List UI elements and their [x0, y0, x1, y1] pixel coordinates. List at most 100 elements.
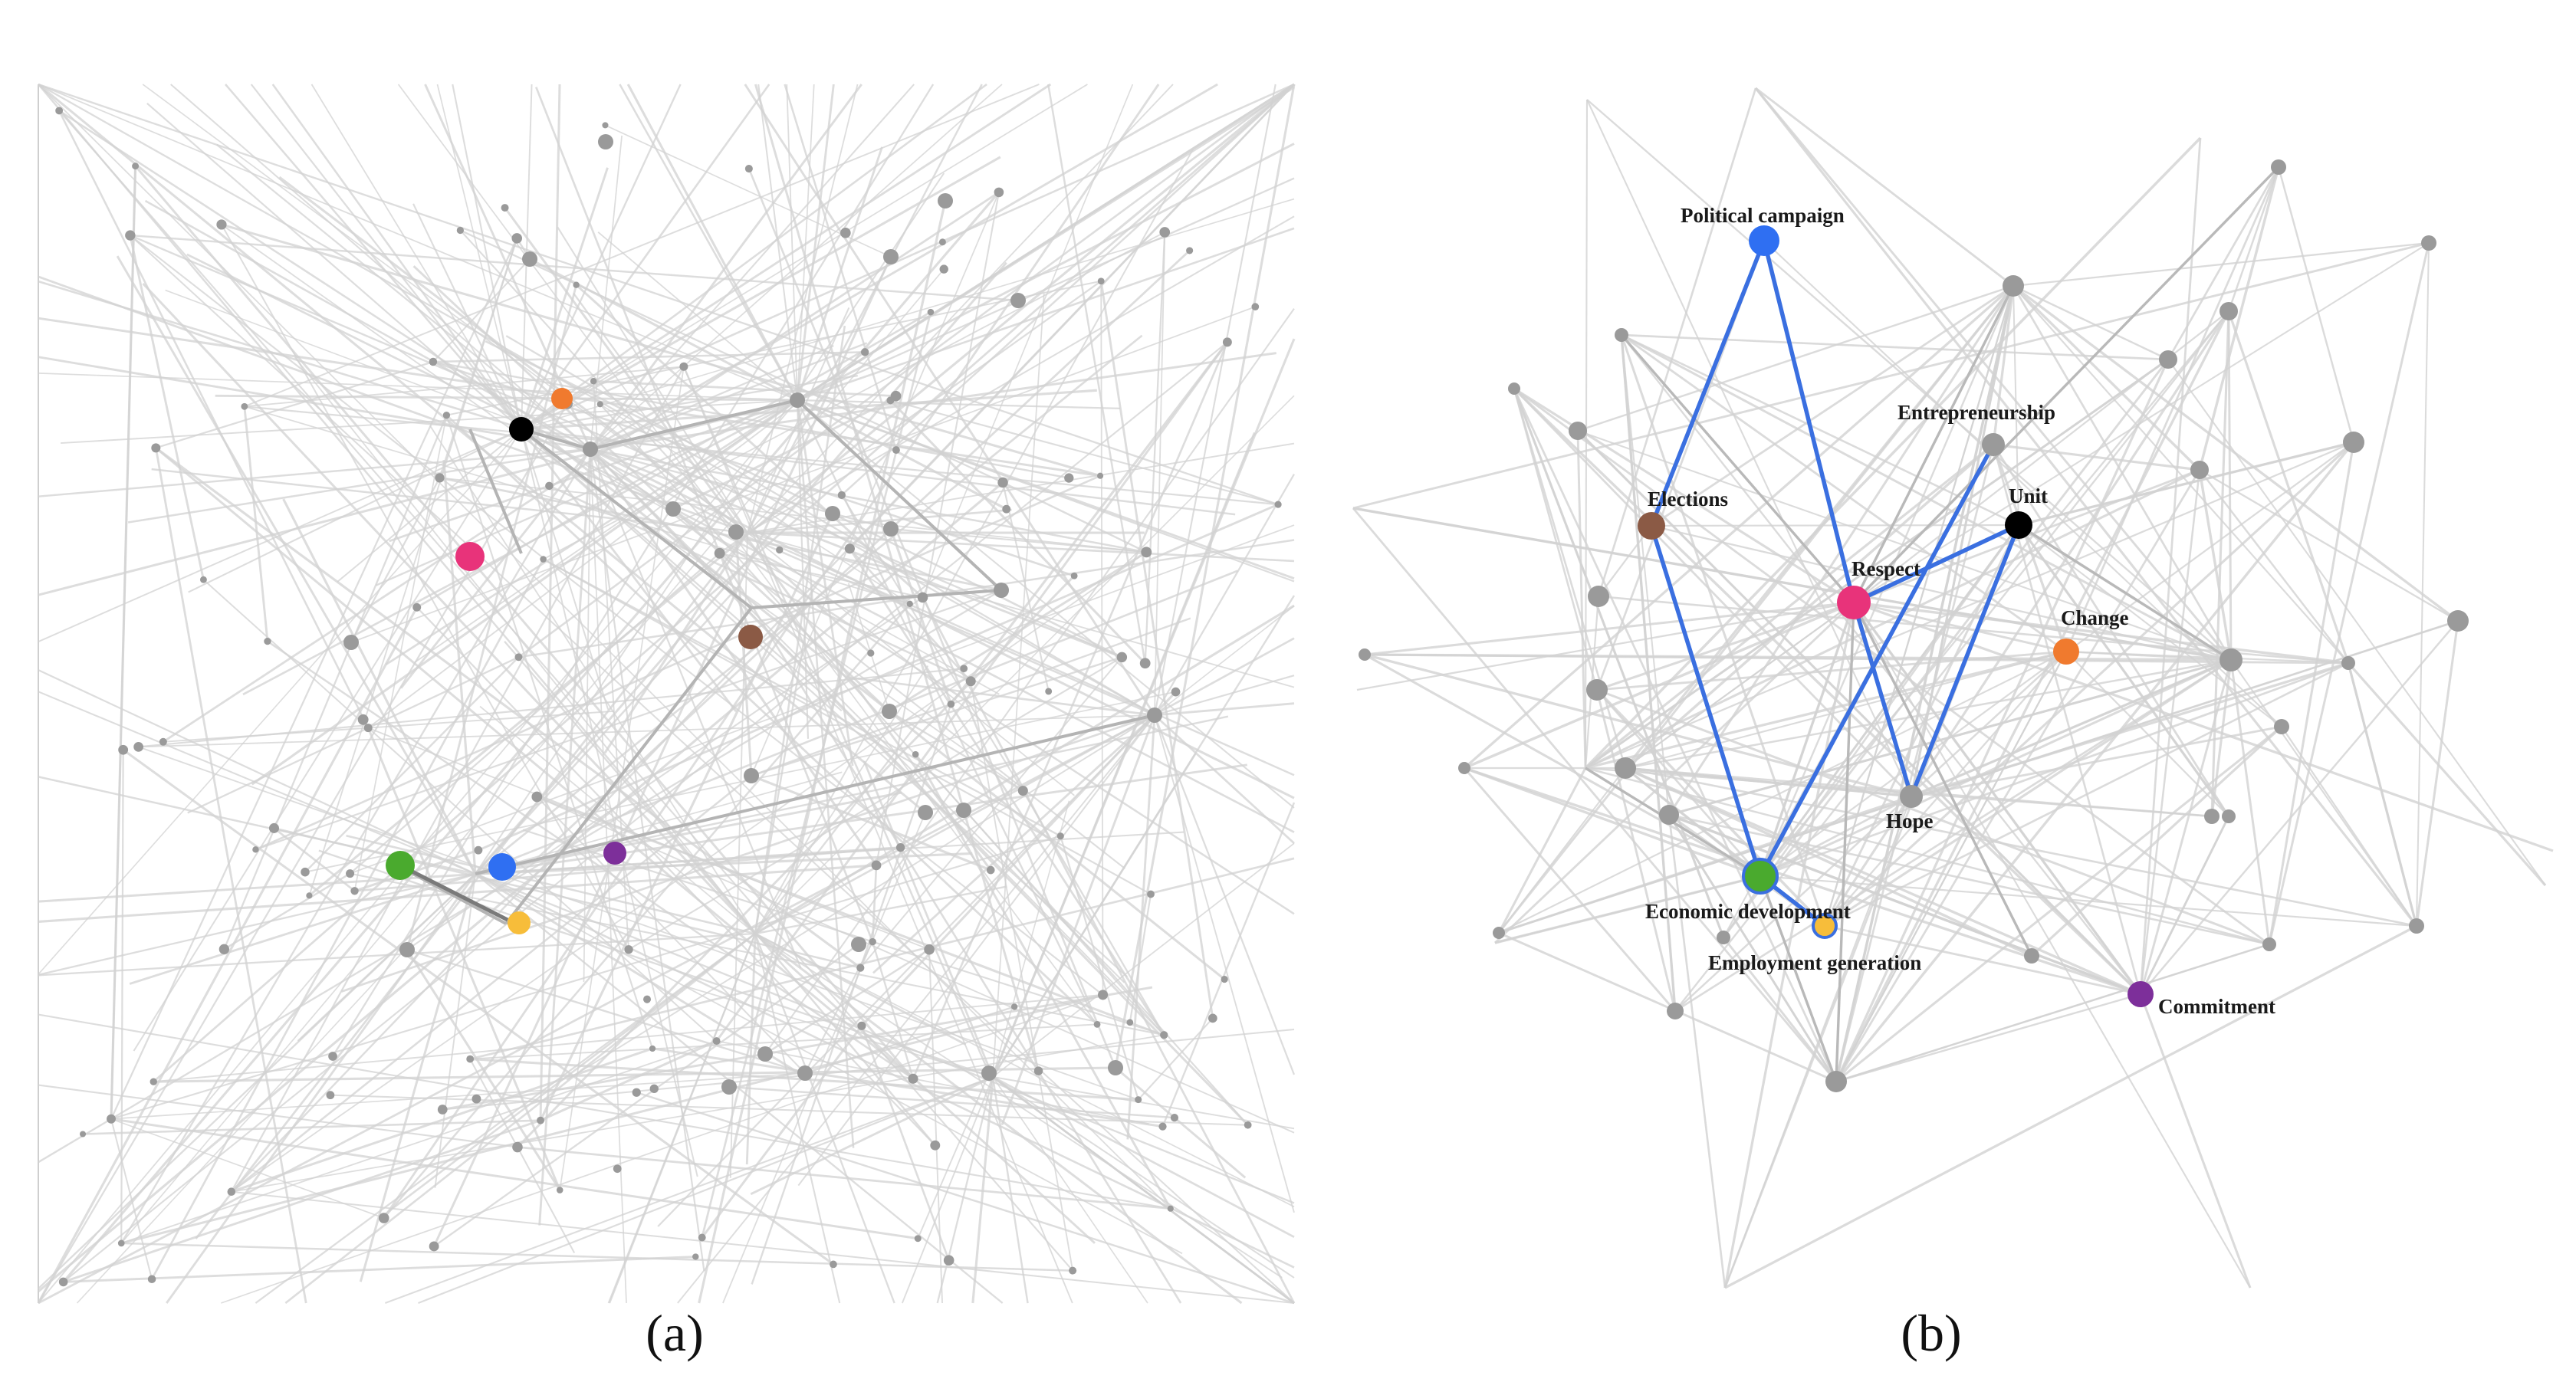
panel-b-edge — [1835, 285, 2015, 1082]
node-entrepreneurship — [1982, 433, 2005, 456]
panel-b-edge — [2199, 469, 2349, 664]
panel-a-edge — [231, 551, 1147, 1193]
node-hope — [1900, 785, 1923, 808]
panel-a-edge — [796, 399, 854, 767]
panel-a-edge — [747, 531, 1295, 776]
panel-a-edge — [991, 1076, 1029, 1304]
panel-a-node — [147, 1275, 156, 1284]
panel-b-strong-edge — [1835, 602, 1855, 1082]
panel-b-node — [2421, 235, 2436, 251]
panel-a-edge — [754, 932, 1096, 1244]
panel-a-node — [882, 704, 897, 719]
node-a-purple — [603, 842, 626, 865]
panel-a-node — [301, 867, 310, 877]
panel-a-edge — [304, 656, 520, 873]
panel-a-edge — [63, 1119, 541, 1283]
panel-a-edge — [849, 547, 972, 682]
panel-a-node — [466, 1055, 475, 1063]
panel-a-edge — [486, 389, 1226, 980]
panel-a-edge — [754, 637, 1295, 935]
panel-a-node — [1010, 293, 1026, 308]
panel-b-highlight-edge — [1852, 600, 1914, 799]
panel-b-nodes — [1359, 159, 2469, 1092]
panel-b-edge — [1853, 601, 2349, 665]
panel-a-edge — [110, 1118, 918, 1240]
panel-a-node — [892, 446, 900, 455]
panel-a-edge — [475, 585, 740, 875]
panel-b-edge — [1853, 601, 2067, 653]
panel-a-node — [216, 219, 227, 230]
panel-a-node — [429, 357, 438, 366]
panel-b-edge — [1722, 359, 2170, 938]
panel-b-edge — [1835, 441, 2355, 1083]
panel-a-node — [437, 1105, 448, 1115]
panel-a-edge — [38, 84, 936, 1147]
panel-a-node — [540, 556, 547, 563]
panel-a-edge — [796, 146, 883, 401]
panel-a-edge — [110, 835, 1061, 1120]
panel-a-edge — [432, 256, 892, 1247]
panel-a-edge — [1153, 84, 1276, 716]
panel-a-edge — [383, 603, 911, 1219]
panel-a-edge — [385, 399, 798, 666]
panel-b-edge — [1668, 814, 1727, 1289]
panel-a-node — [556, 1187, 564, 1193]
panel-a-edge — [416, 311, 932, 609]
panel-a-node — [994, 187, 1004, 198]
panel-b-labels: Political campaign Entrepreneurship Elec… — [1645, 204, 2275, 1018]
panel-b-highlight-edge — [1852, 523, 2021, 605]
panel-b-highlight-edge — [1758, 442, 1996, 878]
panel-a-edge — [1002, 481, 1147, 553]
panel-a-edge — [521, 83, 1295, 431]
panel-a-edge — [912, 341, 1229, 1079]
panel-b-strong-edge — [2018, 524, 2232, 662]
panel-a-node — [268, 822, 280, 833]
panel-a-edge — [589, 448, 1249, 1126]
panel-b-edge — [1494, 601, 1855, 944]
panel-a-node — [613, 1164, 622, 1174]
panel-a-node — [790, 392, 805, 408]
panel-a-node — [908, 1073, 918, 1084]
panel-a-node — [956, 803, 971, 818]
panel-a-node — [512, 1141, 523, 1153]
panel-b-strong-edge — [1759, 875, 1838, 1082]
panel-a-node — [602, 122, 609, 129]
panel-b-edges — [1352, 87, 2554, 1289]
panel-b-node — [2447, 610, 2469, 632]
panel-a-edge — [754, 84, 1040, 1072]
node-a-blue — [488, 853, 516, 881]
panel-a-edge — [575, 284, 924, 599]
panel-a-edge — [274, 827, 861, 969]
node-economic-development — [1742, 858, 1779, 895]
panel-a-node — [1139, 658, 1151, 669]
panel-a-edge — [590, 83, 1218, 451]
panel-a-node — [981, 1065, 997, 1081]
panel-a-edge — [754, 604, 1295, 935]
panel-a-edge — [734, 531, 753, 776]
panel-a-strong-edge — [520, 428, 753, 609]
panel-a-node — [797, 1065, 813, 1081]
panel-a-edge — [847, 583, 890, 712]
panel-a-edge — [346, 834, 756, 935]
panel-a-node — [264, 637, 271, 645]
panel-b-edge — [2347, 662, 2547, 887]
panel-b-edge — [2198, 166, 2280, 471]
panel-a-strong-edge — [751, 589, 1002, 609]
panel-a-node — [744, 164, 753, 173]
panel-b-edge — [1585, 358, 2169, 770]
panel-a-node — [624, 945, 633, 954]
panel-a-edge — [922, 84, 1134, 598]
panel-a-node — [698, 1233, 706, 1242]
panel-a-edge — [971, 1076, 994, 1304]
panel-b-edge — [1853, 602, 2251, 1289]
panel-a-strong-edge — [399, 863, 509, 922]
panel-a-edge — [754, 665, 929, 934]
panel-b-edge — [1598, 525, 1652, 597]
panel-a-edge — [992, 1076, 1148, 1304]
panel-a-node — [1208, 1013, 1217, 1023]
panel-a-edge — [849, 548, 1165, 1036]
panel-a-edge — [521, 83, 987, 431]
panel-b-edge — [2065, 651, 2229, 817]
panel-a-nodes — [55, 107, 1282, 1287]
panel-a-edge — [701, 311, 932, 1238]
